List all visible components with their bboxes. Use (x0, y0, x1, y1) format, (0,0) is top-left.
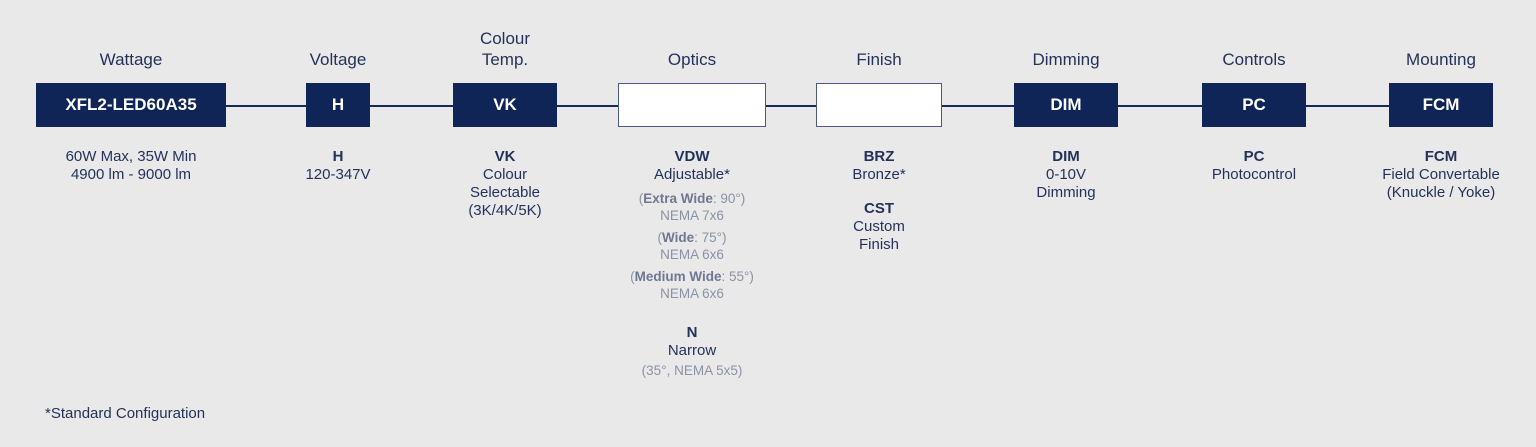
option-description: BRZ Bronze* CST Custom Finish (769, 148, 989, 267)
code-box-optics-empty (618, 83, 766, 127)
column-heading: Wattage (99, 50, 163, 69)
column-heading: Dimming (1032, 50, 1100, 69)
option-text: Custom Finish (853, 218, 905, 253)
column-heading: Mounting (1406, 50, 1476, 69)
optic-nema: NEMA 7x6 (660, 208, 724, 223)
optic-sub-option: (Wide: 75°)NEMA 6x6 (657, 230, 727, 262)
option-text: Photocontrol (1211, 166, 1297, 183)
optic-beam-name: Medium Wide (634, 269, 722, 284)
option-text: Bronze* (852, 166, 906, 183)
optic-sub-option: (Extra Wide: 90°)NEMA 7x6 (638, 191, 746, 223)
code-box-dimming: DIM (1014, 83, 1118, 127)
option-text: Adjustable* (654, 166, 730, 183)
option-description: 60W Max, 35W Min 4900 lm - 9000 lm (21, 148, 241, 184)
optic-beam-angle: : 75°) (694, 230, 727, 245)
code-box-mounting: FCM (1389, 83, 1493, 127)
option-code: VDW (674, 148, 710, 165)
code-box-finish-empty (816, 83, 942, 127)
connector-line (130, 105, 1440, 107)
option-description: H 120-347V (228, 148, 448, 184)
column-heading: Colour Temp. (479, 29, 531, 69)
code-box-voltage: H (306, 83, 370, 127)
option-code: BRZ (863, 148, 895, 165)
option-description: DIM 0-10V Dimming (956, 148, 1176, 202)
optic-nema: NEMA 6x6 (660, 286, 724, 301)
column-heading: Controls (1222, 50, 1286, 69)
option-description: VDW Adjustable* (Extra Wide: 90°)NEMA 7x… (582, 148, 802, 392)
column-heading: Finish (856, 50, 902, 69)
option-code: DIM (1052, 148, 1080, 165)
code-box-colour-temp: VK (453, 83, 557, 127)
option-code: N (686, 324, 698, 341)
option-description: VK Colour Selectable (3K/4K/5K) (395, 148, 615, 220)
optic-beam-name: Extra Wide (643, 191, 713, 206)
option-code: VK (494, 148, 516, 165)
option-text: 60W Max, 35W Min 4900 lm - 9000 lm (65, 148, 197, 183)
code-box-wattage: XFL2-LED60A35 (36, 83, 226, 127)
optic-beam-name: Wide (661, 230, 695, 245)
option-text: Colour Selectable (3K/4K/5K) (468, 166, 542, 219)
option-text: 0-10V Dimming (1036, 166, 1096, 201)
footnote: *Standard Configuration (45, 405, 206, 422)
option-text: Narrow (667, 342, 717, 359)
option-text: Field Convertable (Knuckle / Yoke) (1382, 166, 1500, 201)
option-code: PC (1243, 148, 1265, 165)
optic-sub-option: (Medium Wide: 55°)NEMA 6x6 (630, 269, 754, 301)
option-description: FCM Field Convertable (Knuckle / Yoke) (1331, 148, 1536, 202)
option-code: H (332, 148, 344, 165)
optic-beam-angle: : 55°) (721, 269, 754, 284)
option-code: CST (864, 200, 894, 217)
optic-nema: NEMA 6x6 (660, 247, 724, 262)
column-heading: Voltage (309, 50, 367, 69)
option-code: FCM (1424, 148, 1458, 165)
option-description: PC Photocontrol (1144, 148, 1364, 184)
optic-note: (35°, NEMA 5x5) (641, 363, 743, 378)
optic-beam-angle: : 90°) (712, 191, 746, 206)
code-box-controls: PC (1202, 83, 1306, 127)
column-heading: Optics (667, 50, 717, 69)
option-text: 120-347V (305, 166, 371, 183)
